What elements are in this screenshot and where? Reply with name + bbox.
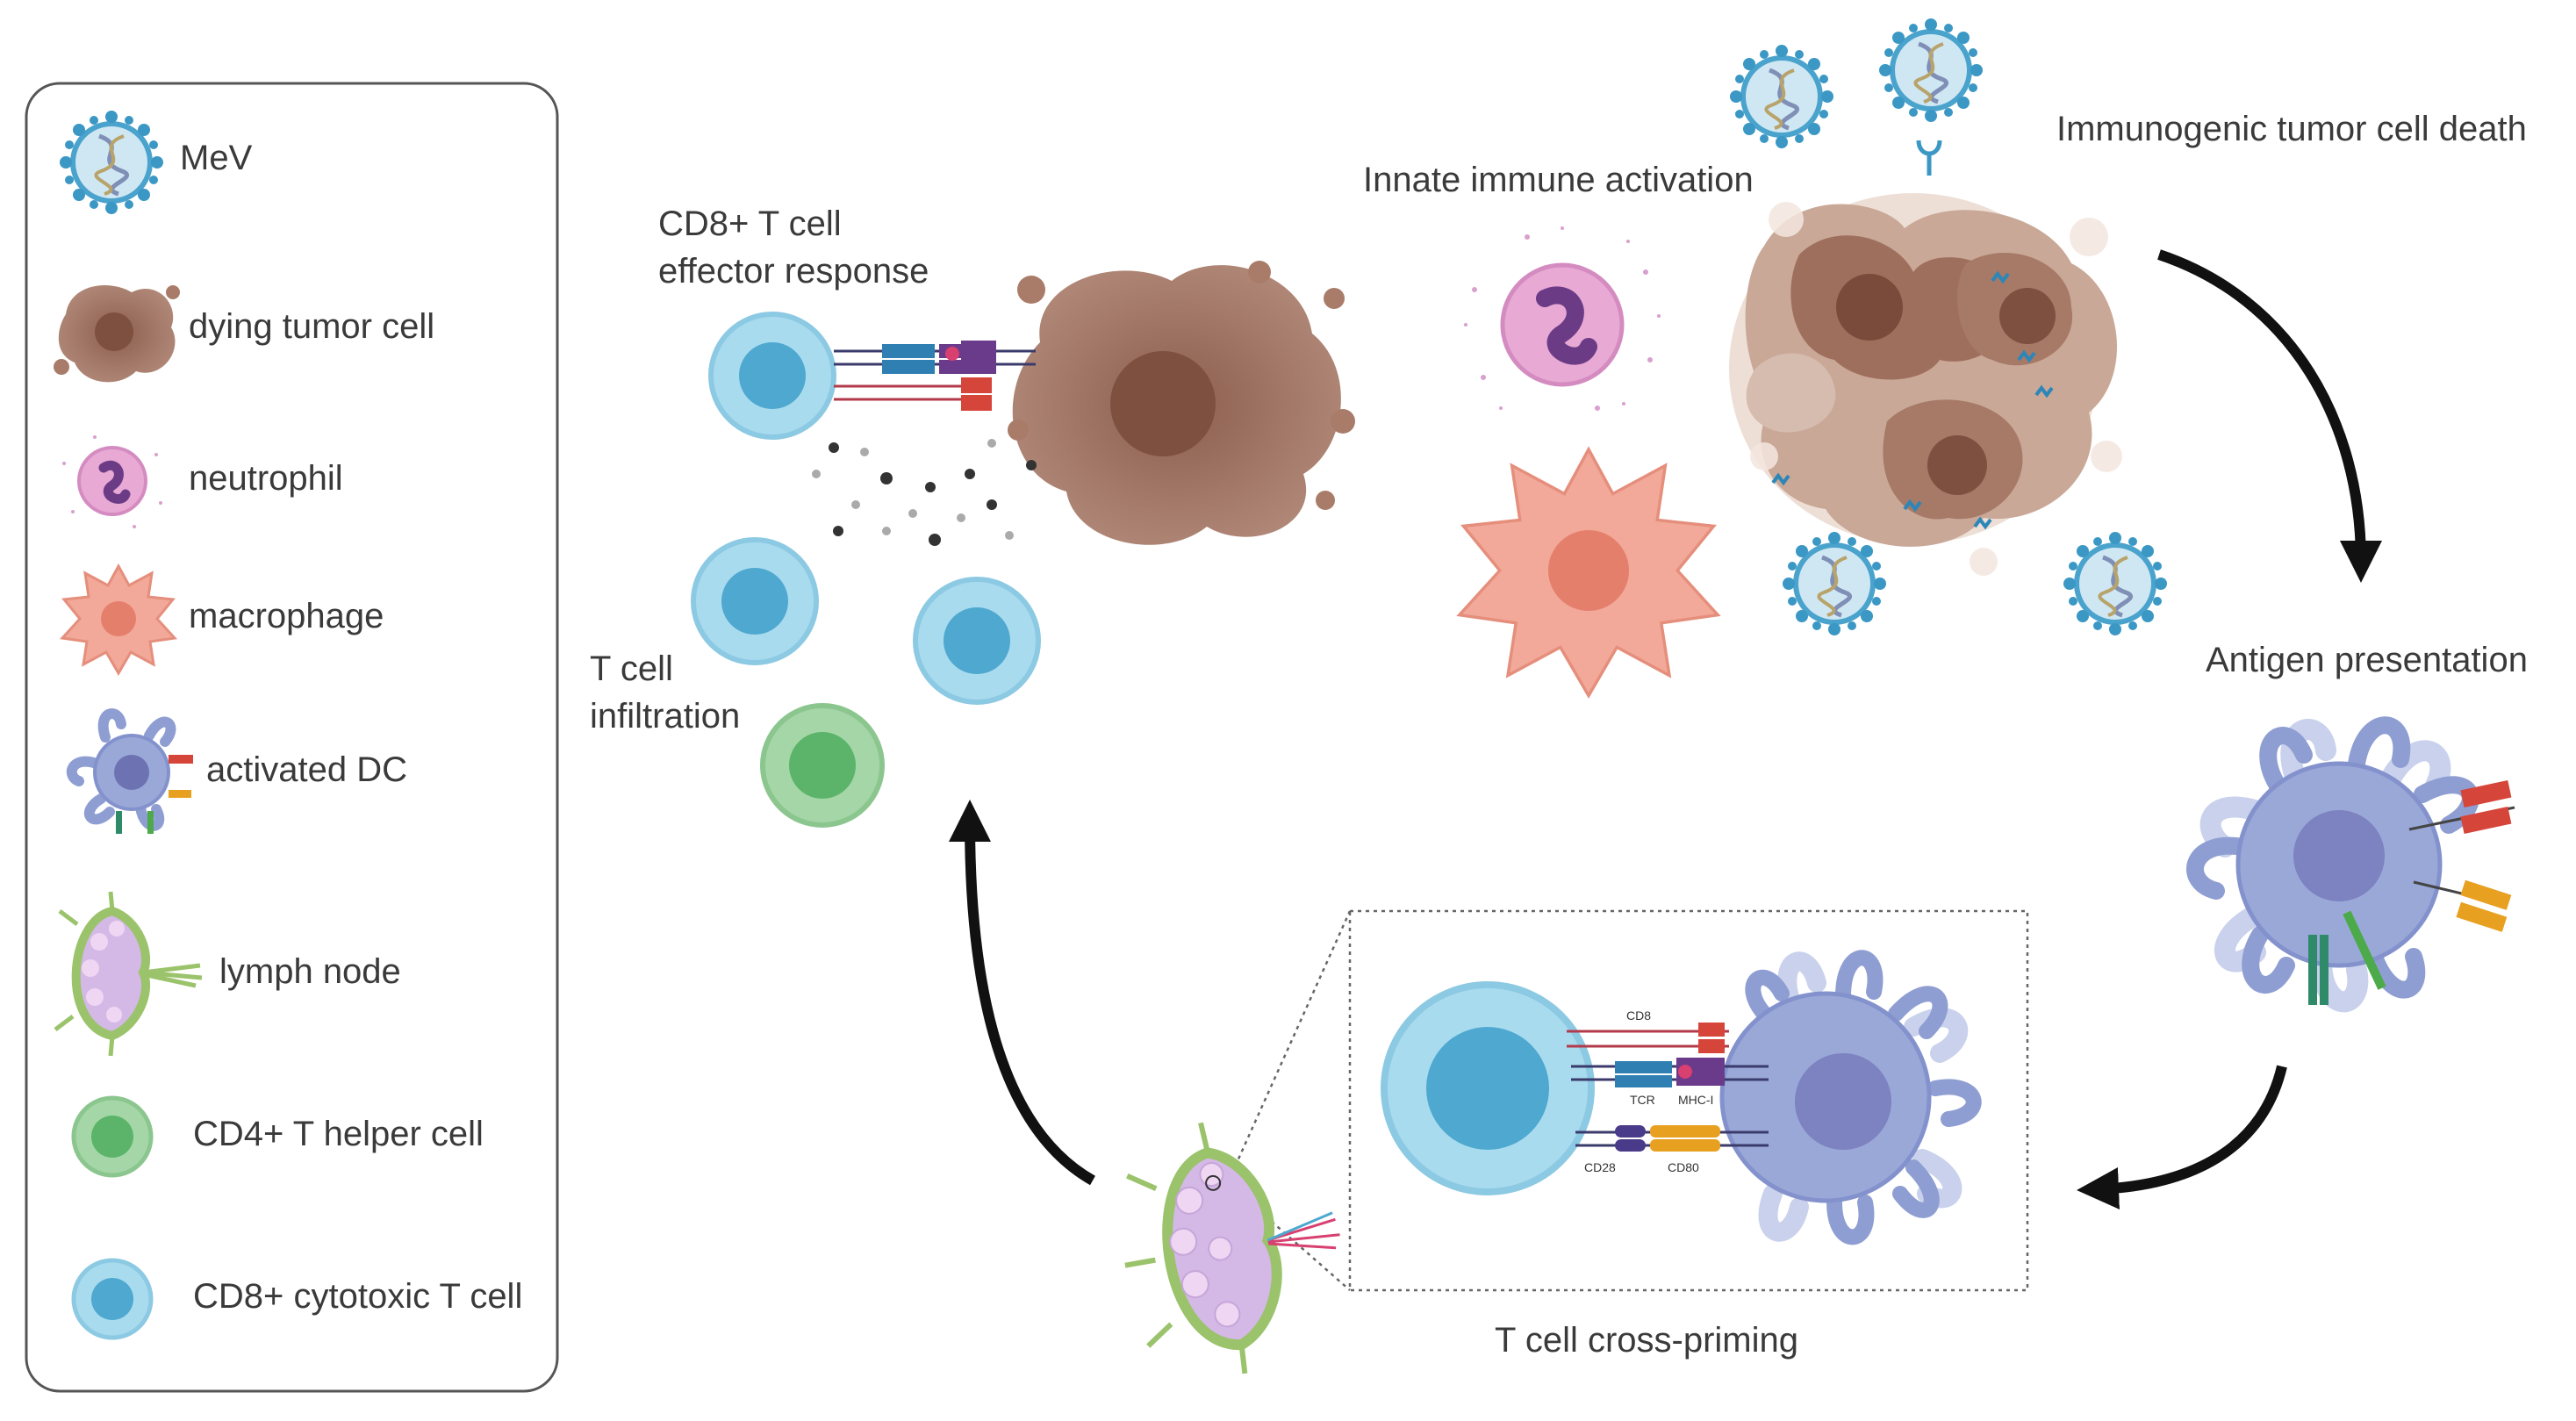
label-innate-immune-activation: Innate immune activation — [1363, 161, 1754, 199]
lymph-node — [1124, 1122, 1340, 1374]
legend-cd8-icon — [71, 1258, 154, 1340]
macrophage — [1456, 446, 1721, 700]
tumor-cluster — [1729, 140, 2122, 576]
legend-activated-dc-icon — [66, 708, 193, 834]
neutrophil — [1464, 226, 1661, 411]
label-antigen-presentation: Antigen presentation — [2206, 641, 2528, 679]
infiltrating-t-cell-2 — [915, 579, 1038, 702]
legend-macrophage-icon — [59, 563, 178, 676]
legend-dying-tumor-icon — [54, 285, 180, 383]
legend-label-macrophage: macrophage — [189, 597, 384, 635]
legend-label-mev: MeV — [180, 139, 253, 177]
label-cd8-effector-response: CD8+ T cell effector response — [658, 205, 929, 291]
legend-neutrophil-icon — [62, 435, 162, 528]
effector-tumor-cell — [1008, 261, 1355, 545]
virus-3 — [1783, 532, 1886, 635]
cd80-molecule-label: CD80 — [1668, 1160, 1699, 1174]
legend-label-cd4-t-helper: CD4+ T helper cell — [193, 1115, 484, 1153]
virus-4 — [2063, 532, 2167, 635]
label-t-cell-infiltration: T cell infiltration — [590, 649, 741, 736]
arrow-death-to-presentation — [2157, 249, 2382, 583]
legend-box — [25, 82, 559, 1393]
label-immunogenic-tumor-cell-death: Immunogenic tumor cell death — [2056, 110, 2527, 148]
legend-cd4-icon — [71, 1095, 154, 1178]
arrow-priming-to-infiltration — [949, 800, 1095, 1186]
infiltrating-cd4-cell — [760, 703, 885, 828]
legend-label-cd8-cytotoxic: CD8+ cytotoxic T cell — [193, 1277, 523, 1316]
antigen-presenting-dc — [2186, 716, 2515, 1013]
legend-label-lymph-node: lymph node — [219, 952, 401, 991]
priming-dc — [1719, 950, 1982, 1245]
priming-t-cell — [1381, 981, 1595, 1195]
effector-synapse — [834, 341, 1036, 411]
mhc1-molecule-label: MHC-I — [1678, 1093, 1713, 1107]
infiltrating-t-cell-1 — [693, 540, 816, 663]
cd28-molecule-label: CD28 — [1584, 1160, 1616, 1174]
virus-1 — [1730, 45, 1833, 148]
virus-2 — [1879, 18, 1983, 122]
effector-t-cell — [711, 314, 834, 437]
label-t-cell-cross-priming: T cell cross-priming — [1495, 1321, 1798, 1360]
tcr-molecule-label: TCR — [1630, 1093, 1655, 1107]
legend-label-neutrophil: neutrophil — [189, 459, 343, 498]
cd8-molecule-label: CD8 — [1626, 1008, 1651, 1023]
legend-label-dying-tumor-cell: dying tumor cell — [189, 307, 435, 346]
legend-lymph-node-icon — [54, 891, 203, 1057]
priming-synapse — [1567, 1023, 1769, 1152]
arrow-presentation-to-priming — [2077, 1065, 2287, 1209]
cytotoxic-granules — [812, 439, 1037, 546]
legend-label-activated-dc: activated DC — [206, 750, 407, 789]
legend-mev-icon — [60, 111, 163, 214]
zoom-line-top — [1227, 910, 1352, 1181]
